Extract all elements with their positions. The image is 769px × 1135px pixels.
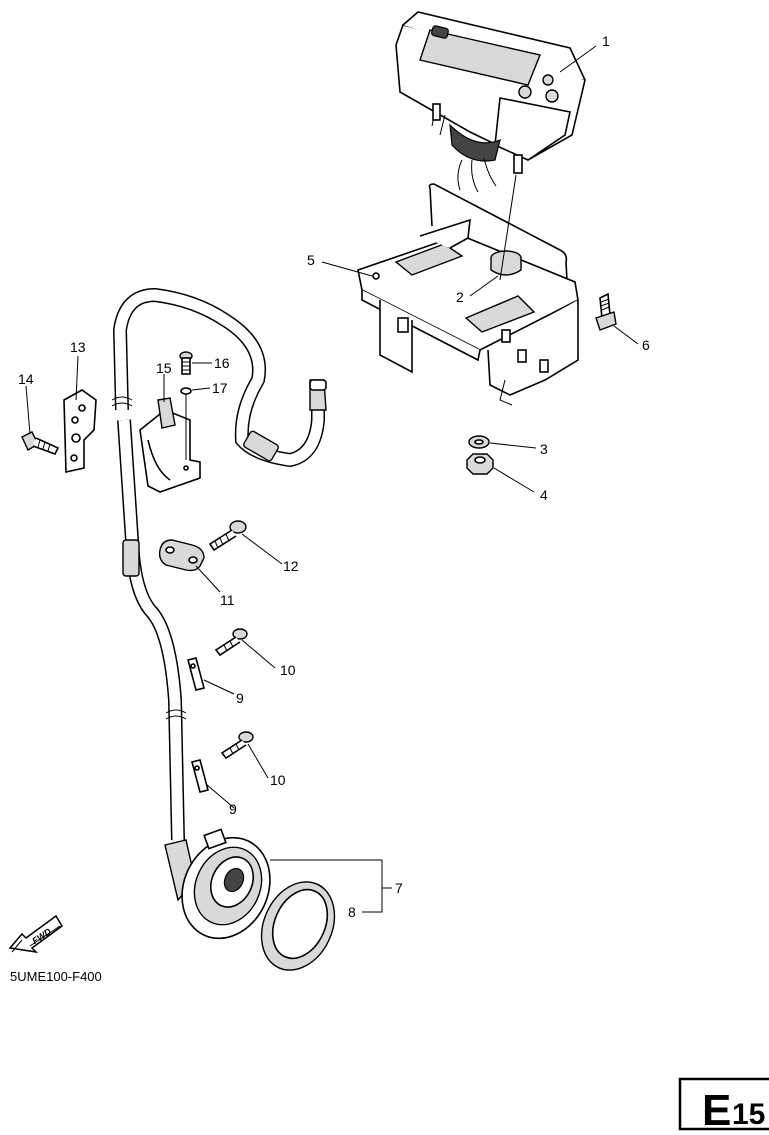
leader-lines bbox=[25, 45, 639, 913]
callout-17: 17 bbox=[212, 380, 228, 396]
callout-10-upper: 10 bbox=[280, 662, 296, 678]
meter-bracket bbox=[357, 183, 579, 406]
section-number: 15 bbox=[732, 1098, 765, 1131]
callout-16: 16 bbox=[214, 355, 230, 371]
callout-8: 8 bbox=[348, 904, 356, 920]
callout-10-lower: 10 bbox=[270, 772, 286, 788]
callout-6: 6 bbox=[642, 337, 650, 353]
callout-11: 11 bbox=[220, 592, 235, 608]
callout-4: 4 bbox=[540, 487, 548, 503]
callout-5: 5 bbox=[307, 252, 315, 268]
clip-screw-lower bbox=[220, 731, 254, 760]
section-letter: E bbox=[702, 1086, 731, 1135]
callout-12: 12 bbox=[283, 558, 299, 574]
fwd-arrow: FWD bbox=[8, 914, 63, 954]
speedometer-cable bbox=[111, 287, 327, 841]
cable-clip-upper bbox=[187, 657, 205, 691]
holder-bolt bbox=[21, 431, 60, 455]
washer bbox=[468, 435, 490, 449]
callout-3: 3 bbox=[540, 441, 548, 457]
clip-screw-upper bbox=[214, 628, 248, 657]
callout-1: 1 bbox=[602, 33, 610, 49]
meter-assembly bbox=[395, 11, 586, 193]
callout-15: 15 bbox=[156, 360, 172, 376]
section-badge: E 15 bbox=[678, 1077, 769, 1135]
clamp-screw bbox=[208, 520, 247, 552]
cable-guide bbox=[139, 397, 201, 493]
gear-unit bbox=[164, 828, 271, 940]
cable-clip-lower bbox=[191, 759, 209, 793]
small-washer bbox=[180, 387, 192, 395]
flange-bolt bbox=[595, 292, 617, 331]
callout-13: 13 bbox=[70, 339, 86, 355]
cable-clamp bbox=[158, 539, 205, 572]
guide-screw bbox=[179, 351, 193, 375]
nut bbox=[466, 453, 494, 475]
callout-7: 7 bbox=[395, 880, 403, 896]
holder-plate bbox=[63, 389, 97, 473]
grommet bbox=[490, 250, 522, 276]
callout-14: 14 bbox=[18, 371, 34, 387]
figure-code: 5UME100-F400 bbox=[10, 969, 102, 984]
callout-2: 2 bbox=[456, 289, 464, 305]
seal-ring bbox=[260, 881, 336, 971]
callout-9-lower: 9 bbox=[229, 801, 237, 817]
callout-9-upper: 9 bbox=[236, 690, 244, 706]
